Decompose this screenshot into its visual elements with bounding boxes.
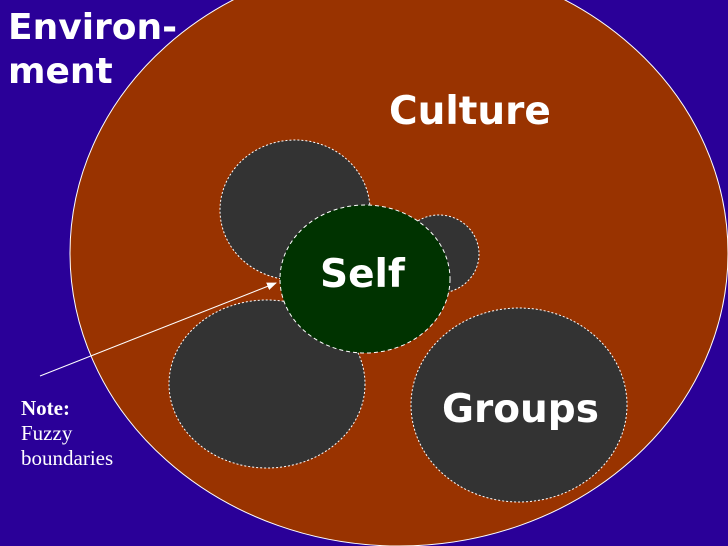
self-label: Self bbox=[320, 252, 405, 297]
environment-label: Environ- ment bbox=[8, 6, 208, 94]
note-line-2: boundaries bbox=[21, 446, 114, 470]
groups-label: Groups bbox=[442, 387, 599, 432]
note-text: Note: Fuzzy boundaries bbox=[21, 396, 113, 471]
group-circle-lower-left bbox=[168, 299, 366, 469]
self-circle bbox=[279, 204, 451, 354]
groups-circle bbox=[410, 307, 628, 503]
note-line-1: Fuzzy bbox=[21, 421, 73, 445]
culture-label: Culture bbox=[389, 89, 551, 134]
environment-label-line2: ment bbox=[8, 51, 113, 92]
note-title: Note: bbox=[21, 396, 70, 420]
note-arrow bbox=[39, 282, 277, 377]
environment-label-line1: Environ- bbox=[8, 7, 178, 48]
